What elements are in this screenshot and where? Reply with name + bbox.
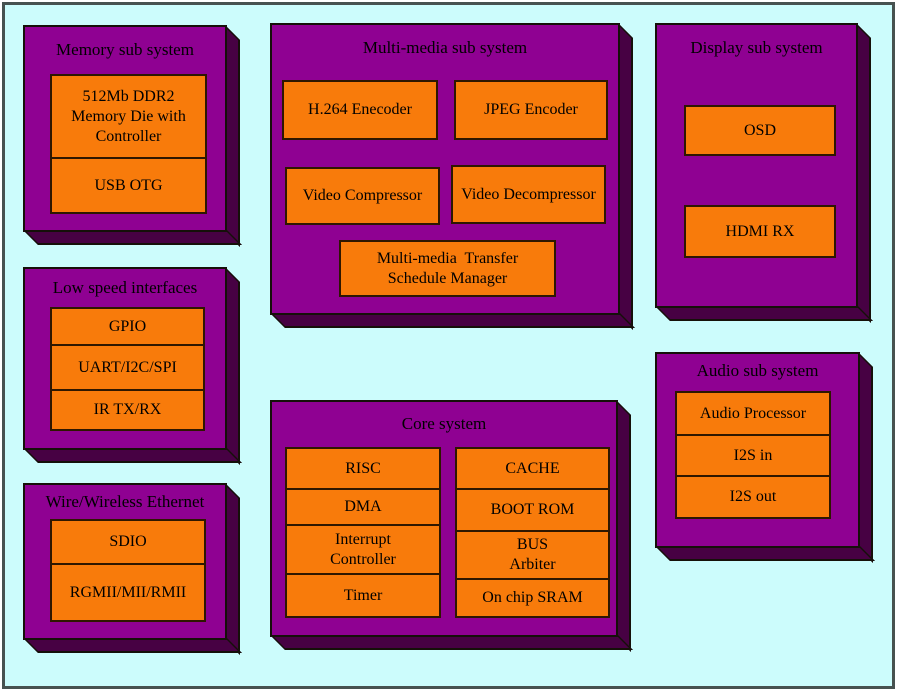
low-speed-block-stack: GPIO UART/I2C/SPI IR TX/RX [50,307,205,431]
subsystem-low-speed-interfaces: Low speed interfaces GPIO UART/I2C/SPI I… [23,267,227,450]
subsystem-multimedia-title: Multi-media sub system [362,38,528,57]
core-right-block-stack: CACHE BOOT ROM BUS Arbiter On chip SRAM [455,447,610,618]
subsystem-audio: Audio sub system Audio Processor I2S in … [655,352,860,548]
block-gpio: GPIO [50,307,205,346]
block-osd: OSD [684,105,836,156]
subsystem-ethernet: Wire/Wireless Ethernet SDIO RGMII/MII/RM… [23,483,227,640]
block-dma: DMA [285,488,441,526]
audio-block-stack: Audio Processor I2S in I2S out [675,391,831,519]
subsystem-memory: Memory sub system 512Mb DDR2 Memory Die … [23,25,227,232]
block-jpeg-encoder: JPEG Encoder [454,80,608,140]
block-hdmi-rx: HDMI RX [684,205,836,258]
subsystem-low-speed-title: Low speed interfaces [52,278,198,297]
block-video-compressor: Video Compressor [285,167,440,225]
block-bus-arbiter: BUS Arbiter [455,530,610,580]
subsystem-ethernet-title: Wire/Wireless Ethernet [45,492,205,511]
subsystem-multimedia: Multi-media sub system H.264 Enecoder JP… [270,23,620,315]
block-boot-rom: BOOT ROM [455,488,610,532]
block-sdio: SDIO [50,519,206,565]
subsystem-memory-title: Memory sub system [56,40,194,59]
block-risc: RISC [285,447,441,490]
ethernet-block-stack: SDIO RGMII/MII/RMII [50,519,206,622]
subsystem-audio-title: Audio sub system [696,361,819,380]
block-on-chip-sram: On chip SRAM [455,578,610,618]
block-uart-i2c-spi: UART/I2C/SPI [50,344,205,391]
memory-block-stack: 512Mb DDR2 Memory Die with Controller US… [50,74,207,214]
block-video-decompressor: Video Decompressor [451,165,606,224]
block-audio-processor: Audio Processor [675,391,831,436]
block-i2s-in: I2S in [675,434,831,477]
core-left-block-stack: RISC DMA Interrupt Controller Timer [285,447,441,618]
block-ir-tx-rx: IR TX/RX [50,389,205,431]
block-cache: CACHE [455,447,610,490]
block-ddr2-memory-die: 512Mb DDR2 Memory Die with Controller [50,74,207,159]
subsystem-display-title: Display sub system [690,38,823,57]
block-multimedia-transfer-schedule-manager: Multi-media Transfer Schedule Manager [339,240,556,297]
subsystem-core: Core system RISC DMA Interrupt Controlle… [270,400,618,637]
subsystem-core-title: Core system [401,414,487,433]
block-i2s-out: I2S out [675,475,831,519]
block-usb-otg: USB OTG [50,157,207,214]
subsystem-display: Display sub system OSD HDMI RX [655,23,858,308]
block-h264-encoder: H.264 Enecoder [282,80,438,140]
block-timer: Timer [285,573,441,618]
block-interrupt-controller: Interrupt Controller [285,524,441,575]
block-rgmii-mii-rmii: RGMII/MII/RMII [50,563,206,622]
